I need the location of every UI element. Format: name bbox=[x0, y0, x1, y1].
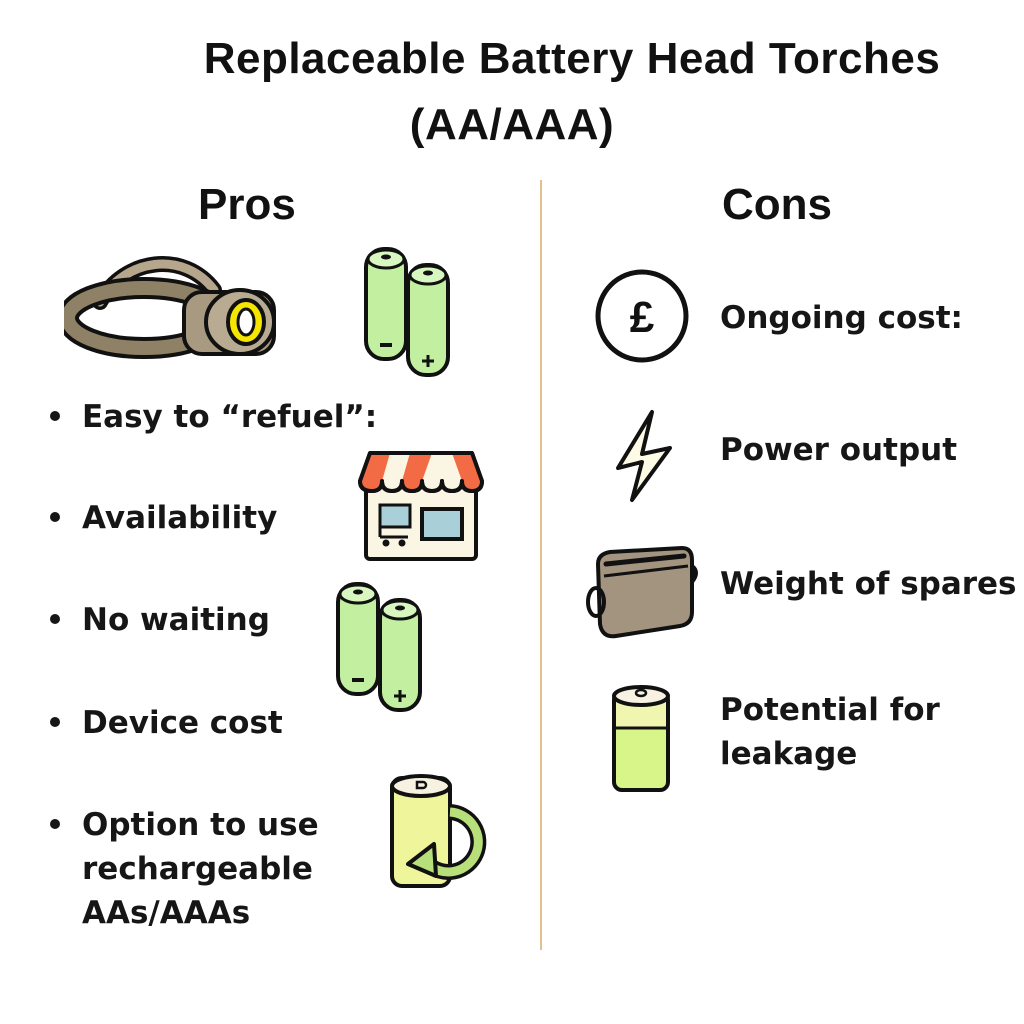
pros-item-availability: Availability bbox=[50, 496, 277, 540]
cons-item-power-output: Power output bbox=[720, 432, 958, 468]
title-line-2: (AA/AAA) bbox=[409, 100, 615, 149]
lightning-icon bbox=[616, 410, 672, 502]
rechargeable-battery-icon bbox=[390, 774, 487, 888]
pros-item-device-cost: Device cost bbox=[50, 701, 283, 745]
pound-coin-icon: £ bbox=[595, 269, 689, 363]
bullet-dot bbox=[50, 613, 60, 624]
cons-heading: Cons bbox=[722, 180, 832, 229]
cons-item-ongoing-cost: Ongoing cost: bbox=[720, 300, 963, 336]
cons-item-weight-of-spares: Weight of spares bbox=[720, 566, 1017, 602]
shop-icon bbox=[358, 451, 484, 561]
pros-item-rechargeable: Option to use rechargeable AAs/AAAs bbox=[50, 803, 319, 935]
bullet-dot bbox=[50, 410, 60, 421]
cons-item-leakage: Potential for leakage bbox=[720, 692, 940, 772]
column-divider bbox=[540, 180, 542, 950]
pros-heading: Pros bbox=[198, 180, 296, 229]
head-torch-icon bbox=[64, 256, 276, 359]
pros-item-no-waiting: No waiting bbox=[50, 598, 270, 642]
bullet-dot bbox=[50, 716, 60, 727]
pros-item-refuel: Easy to “refuel”: bbox=[50, 395, 377, 439]
single-battery-icon bbox=[612, 685, 670, 792]
battery-case-icon bbox=[586, 546, 698, 639]
aa-batteries-icon bbox=[336, 582, 422, 712]
bullet-dot bbox=[50, 511, 60, 522]
title-line-1: Replaceable Battery Head Torches bbox=[203, 34, 941, 83]
svg-text:£: £ bbox=[630, 293, 655, 342]
aa-batteries-icon bbox=[364, 247, 450, 377]
bullet-dot bbox=[50, 818, 60, 829]
